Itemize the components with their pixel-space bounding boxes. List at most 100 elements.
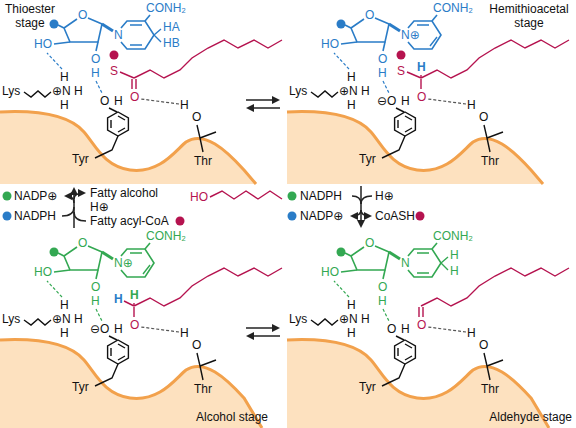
atom-label: O [100,94,109,108]
atom-label: H [74,312,83,326]
cycle-arrows [74,212,86,221]
atom-label: H [347,326,356,340]
atom-label: S [397,64,405,78]
nadp-structure [334,15,441,93]
carbonyl-bond [132,79,136,89]
atom-label: S [110,64,118,78]
cycle-arrows [361,210,370,216]
fatty-alcohol-chain [210,191,282,199]
product-label: Fatty alcohol [90,186,158,200]
cycle-arrows [352,196,361,204]
nadph-structure [47,15,154,93]
cycle-arrows [74,193,84,199]
cofactor-dots [288,212,297,221]
alcohol-stage-drawing [0,243,282,428]
atom-label: HO [321,265,339,279]
residue-structures [24,91,216,158]
atom-label: H [347,70,356,84]
atom-label: H [91,294,100,308]
substrate-label: Fatty acyl-CoA [90,214,169,228]
atom-label: HA [163,20,180,34]
atom-label: H [60,98,69,112]
atom-label: O [192,110,201,124]
fatty-chain [134,268,282,306]
ring-double-bonds [130,253,150,274]
fatty-chain [134,40,282,78]
atom-label: H [114,322,123,336]
cofactor-dots [288,192,297,201]
atom-label: H [378,294,387,308]
atom-label: O [365,236,374,250]
atom-label: H [60,70,69,84]
atom-label: ⊕N [339,84,358,98]
atom-label: CONH₂ [433,229,473,243]
hydride-bond [421,75,422,78]
residue-structures [311,91,503,158]
atom-label: O [479,110,488,124]
atom-label: H [130,288,139,302]
atom-label: ⊕N [339,312,358,326]
cycle-arrows [246,327,278,329]
atom-label: O [91,52,100,66]
hydride-bonds [441,257,448,270]
cycle-arrows [248,335,280,337]
atom-label: H [114,94,123,108]
stage-title: Aldehyde stage [489,410,572,424]
atom-label: H [361,312,370,326]
residue-label: Thr [481,154,499,168]
residue-label: Thr [194,154,212,168]
ring-double-bonds [417,25,437,46]
cycle-arrows [352,210,361,216]
atom-label: O [365,8,374,22]
atom-label: HB [163,36,180,50]
cycle-arrows [66,196,74,203]
cycle-arrows [248,107,280,109]
atom-label: CONH₂ [146,229,186,243]
atom-label: O [91,280,100,294]
atom-label: CONH₂ [433,1,473,15]
cofactor-dots [176,217,185,226]
atom-label: ⊖O [90,322,109,336]
atom-label: H [347,298,356,312]
ring-double-bonds [130,25,142,45]
residue-label: Tyr [359,152,376,166]
atom-label: ⊖O [377,94,396,108]
cofactor-dots [3,192,12,201]
atom-label: N⊕ [401,28,420,42]
cofactor-dots [3,212,12,221]
nadp-structure [47,243,154,321]
atom-label: N [114,28,123,42]
atom-label: N⊕ [114,256,133,270]
cofactor-label: NADPH [14,209,56,223]
residue-label: Lys [289,312,307,326]
cycle-arrows [62,207,74,216]
aldehyde-stage-drawing [287,243,569,428]
atom-label: H [180,98,189,112]
atom-label: H [450,248,459,262]
atom-label: H [417,60,426,74]
ring-double-bonds [417,253,429,273]
atom-label: H [467,98,476,112]
atom-label: O [130,90,139,104]
atom-label: O [130,318,139,332]
atom-label: O [417,318,426,332]
atom-label: H [347,98,356,112]
alkoxide-bond [421,79,422,89]
thioester-stage-drawing [0,15,282,184]
atom-label: HO [321,37,339,51]
product-label: CoASH [375,209,415,223]
cycle-arrows [246,99,278,101]
atom-label: H [401,322,410,336]
cycle-arrows [62,100,372,336]
stage-title: Hemithioacetal stage [484,2,574,30]
atom-label: O [479,338,488,352]
proton-label: H⊕ [375,189,394,203]
atom-label: H [60,298,69,312]
atom-label: H [450,264,459,278]
atom-label: N [401,256,410,270]
cycle-arrows [361,196,372,204]
cofactor-label: NADP⊕ [14,189,57,203]
residue-label: Thr [481,382,499,396]
residue-label: Lys [289,84,307,98]
